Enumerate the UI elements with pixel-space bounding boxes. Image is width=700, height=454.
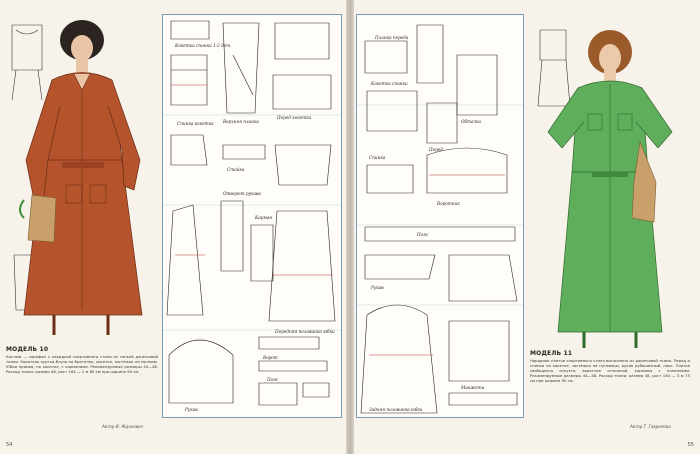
pattern-sheet-left: Кокетка спинки 1-2 дет. Спинка кокетка С…: [162, 14, 342, 418]
svg-text:Рукав: Рукав: [184, 407, 198, 412]
model-10-illustration: [4, 10, 160, 340]
model-10-description: Костюм — сарафан с накидкой спортивного …: [6, 354, 158, 374]
svg-text:Планка переда: Планка переда: [374, 35, 409, 40]
svg-text:Задняя половинка юбки: Задняя половинка юбки: [369, 407, 423, 412]
svg-text:Рукав: Рукав: [370, 285, 384, 290]
right-page-number: 55: [687, 442, 694, 448]
svg-text:Ворот: Ворот: [262, 355, 278, 360]
svg-text:Обтачка: Обтачка: [461, 119, 482, 124]
svg-text:Кокетка спинки 1-2 дет.: Кокетка спинки 1-2 дет.: [174, 43, 232, 48]
model-10-credit: Автор И. Жданович: [102, 424, 144, 429]
svg-text:Манжета: Манжета: [460, 385, 485, 390]
svg-text:Отворот рукава: Отворот рукава: [223, 191, 261, 196]
svg-text:Стойка: Стойка: [227, 167, 245, 172]
svg-text:Кокетка спинки: Кокетка спинки: [370, 81, 408, 86]
left-page-number: 54: [6, 442, 13, 448]
svg-text:Передняя половинка юбки: Передняя половинка юбки: [274, 329, 335, 334]
model-11-description: Нарядное платье спортивного стиля выполн…: [530, 358, 690, 383]
svg-text:Перед кокетка: Перед кокетка: [276, 115, 312, 120]
svg-text:Карман: Карман: [254, 215, 272, 220]
model-11-illustration: [528, 22, 694, 352]
svg-text:Пояс: Пояс: [266, 377, 279, 382]
svg-text:Верхняя планка: Верхняя планка: [222, 119, 259, 124]
model-11-credit: Автор Т. Гаврилова: [630, 424, 671, 429]
page-gutter: [346, 0, 354, 454]
svg-text:Перед: Перед: [428, 147, 443, 152]
model-10-title: МОДЕЛЬ 10: [6, 346, 49, 353]
pattern-sheet-right: Планка переда Кокетка спинки Обтачка Пер…: [356, 14, 524, 418]
svg-text:Спинка: Спинка: [369, 155, 386, 160]
svg-text:Спинка кокетка: Спинка кокетка: [177, 121, 214, 126]
svg-text:Пояс: Пояс: [416, 232, 429, 237]
svg-text:Воротник: Воротник: [436, 201, 460, 206]
model-11-title: МОДЕЛЬ 11: [530, 350, 573, 357]
